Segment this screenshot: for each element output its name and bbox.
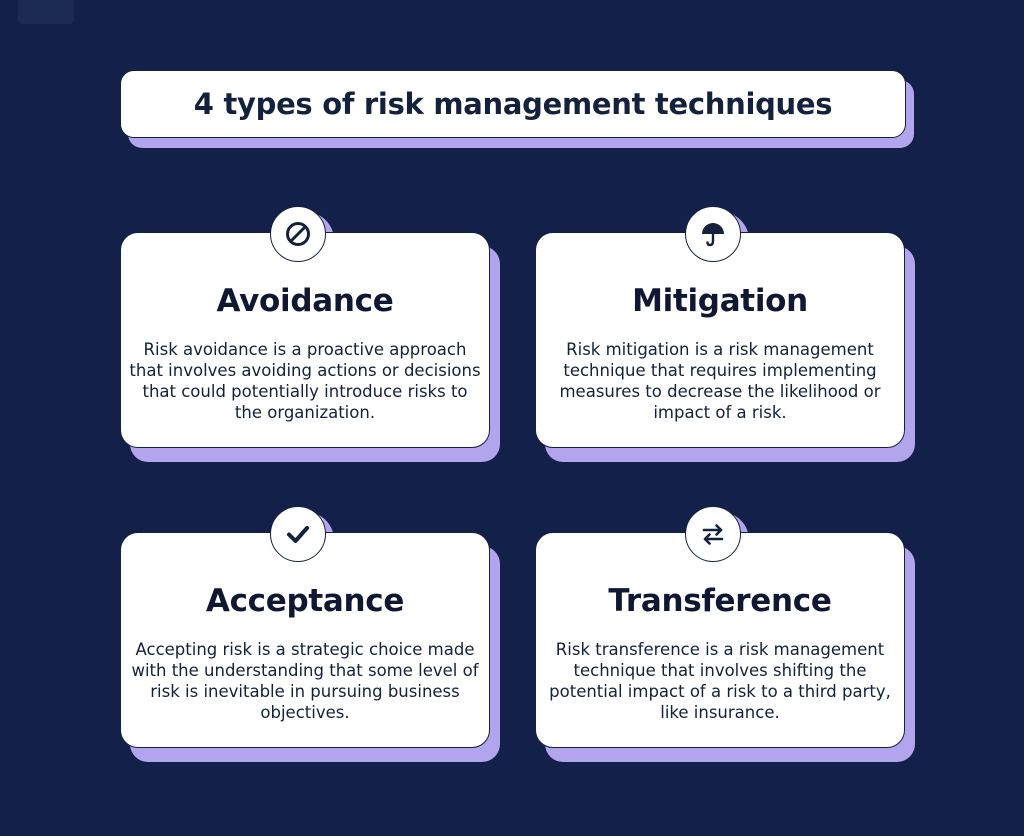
- page-title: 4 types of risk management techniques: [193, 87, 833, 121]
- card-description: Risk mitigation is a risk management tec…: [559, 340, 881, 422]
- card-badge: [685, 206, 741, 262]
- decorative-corner-block: [18, 0, 74, 24]
- card-acceptance: Acceptance Accepting risk is a strategic…: [120, 506, 500, 762]
- card-body: Acceptance Accepting risk is a strategic…: [120, 532, 490, 748]
- card-description: Accepting risk is a strategic choice mad…: [131, 640, 479, 722]
- card-title: Mitigation: [632, 283, 808, 319]
- prohibited-icon: [286, 222, 310, 246]
- card-description: Risk transference is a risk management t…: [549, 640, 891, 722]
- umbrella-icon: [702, 223, 724, 247]
- card-title: Acceptance: [205, 583, 405, 619]
- card-title: Avoidance: [216, 283, 394, 319]
- card-badge: [685, 506, 741, 562]
- card-badge: [270, 506, 326, 562]
- card-body: Transference Risk transference is a risk…: [535, 532, 905, 748]
- card-badge: [270, 206, 326, 262]
- card-title: Transference: [608, 583, 832, 619]
- transfer-arrows-icon: [702, 524, 724, 545]
- card-description: Risk avoidance is a proactive approach t…: [129, 340, 481, 422]
- card-body: Mitigation Risk mitigation is a risk man…: [535, 232, 905, 448]
- checkmark-icon: [287, 526, 309, 543]
- card-mitigation: Mitigation Risk mitigation is a risk man…: [535, 206, 915, 462]
- card-avoidance: Avoidance Risk avoidance is a proactive …: [120, 206, 500, 462]
- title-banner: 4 types of risk management techniques: [120, 70, 914, 148]
- card-transference: Transference Risk transference is a risk…: [535, 506, 915, 762]
- card-body: Avoidance Risk avoidance is a proactive …: [120, 232, 490, 448]
- title-box: 4 types of risk management techniques: [120, 70, 906, 138]
